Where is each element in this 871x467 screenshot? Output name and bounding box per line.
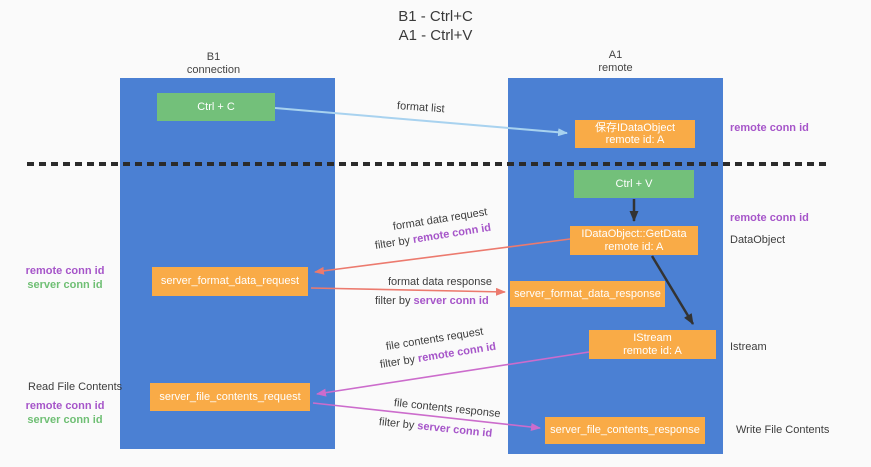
lane-a1-role: remote <box>598 62 633 74</box>
annotation-left-server-conn-id-2: server conn id <box>27 414 103 426</box>
node-server-file-contents-response-label: server_file_contents_response <box>550 424 700 437</box>
node-istream-line2: remote id: A <box>623 344 682 357</box>
edge-label-format-data-response-filter: filter by server conn id <box>375 295 489 307</box>
lane-b1-name: B1 <box>206 51 221 63</box>
annotation-left-remote-conn-id-1: remote conn id <box>25 265 105 277</box>
arrow-getdata-to-istream <box>650 255 695 325</box>
node-istream: IStream remote id: A <box>589 330 716 359</box>
arrow-file-contents-request <box>316 351 590 397</box>
node-ctrl-v-label: Ctrl + V <box>615 177 653 190</box>
node-server-file-contents-response: server_file_contents_response <box>545 417 705 444</box>
node-server-file-contents-request: server_file_contents_request <box>150 383 310 411</box>
node-server-file-contents-request-label: server_file_contents_request <box>159 390 301 403</box>
node-server-format-data-response-label: server_format_data_response <box>514 287 661 300</box>
node-ctrl-c: Ctrl + C <box>157 93 275 121</box>
node-server-format-data-response: server_format_data_response <box>510 281 665 307</box>
lane-header-b1: B1 connection <box>106 51 321 77</box>
node-server-format-data-request-label: server_format_data_request <box>160 275 300 288</box>
annotation-remote-conn-id-mid: remote conn id <box>730 212 809 224</box>
title-line-1: B1 - Ctrl+C <box>398 8 473 25</box>
arrow-file-contents-response <box>312 402 541 431</box>
filter-key-server-conn-id: server conn id <box>413 295 489 307</box>
node-save-idataobject-line1: 保存IDataObject <box>594 121 676 134</box>
annotation-read-file-contents: Read File Contents <box>28 381 123 393</box>
annotation-left-server-conn-id-1: server conn id <box>27 279 103 291</box>
annotation-dataobject: DataObject <box>730 234 786 246</box>
node-istream-line1: IStream <box>633 332 672 344</box>
edge-label-format-data-response: format data response <box>388 276 492 288</box>
arrow-format-data-request <box>314 238 571 275</box>
annotation-remote-conn-id-top: remote conn id <box>730 122 809 134</box>
node-save-idataobject-line2: remote id: A <box>605 134 665 146</box>
arrow-format-list <box>274 107 568 137</box>
lane-a1-name: A1 <box>608 49 623 61</box>
annotation-left-remote-conn-id-2: remote conn id <box>25 400 105 412</box>
diagram-title: B1 - Ctrl+C A1 - Ctrl+V <box>0 7 871 45</box>
title-line-2: A1 - Ctrl+V <box>398 27 473 44</box>
node-save-idataobject: 保存IDataObject remote id: A <box>575 120 695 148</box>
lane-b1-role: connection <box>186 64 241 76</box>
node-idataobject-getdata: IDataObject::GetData remote id: A <box>570 226 698 255</box>
annotation-istream: Istream <box>730 341 767 353</box>
node-server-format-data-request: server_format_data_request <box>152 267 308 296</box>
lane-header-a1: A1 remote <box>508 49 723 75</box>
arrow-format-data-response <box>310 287 506 296</box>
node-getdata-line1: IDataObject::GetData <box>581 228 687 240</box>
filter-by-text: filter by <box>375 295 414 307</box>
node-ctrl-c-label: Ctrl + C <box>197 100 235 113</box>
node-getdata-line2: remote id: A <box>604 240 664 253</box>
node-ctrl-v: Ctrl + V <box>574 170 694 198</box>
annotation-write-file-contents: Write File Contents <box>736 424 830 436</box>
